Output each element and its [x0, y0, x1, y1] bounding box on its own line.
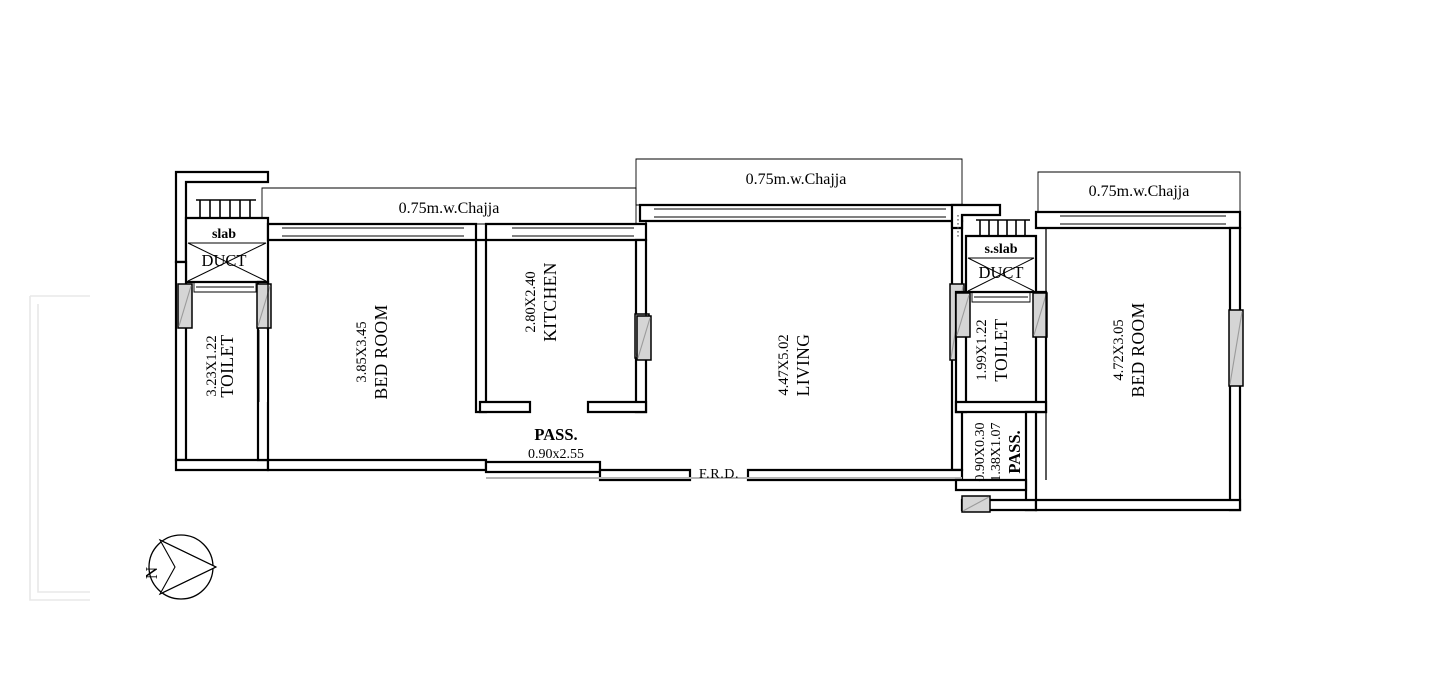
door-main-entry: [961, 495, 991, 513]
connector-top-right: [950, 203, 1002, 238]
room-bedroom-right-dim: 4.72X3.05: [1111, 319, 1127, 380]
duct-right: s.slab DUCT: [964, 219, 1038, 294]
pass-center-name: PASS.: [534, 425, 577, 444]
left-guide-lines: [29, 295, 90, 601]
window-toilet-right-right: [1032, 292, 1048, 338]
room-kitchen-name: KITCHEN: [540, 262, 560, 342]
window-toilet-right-left: [955, 292, 971, 338]
duct-right-slab-label: s.slab: [984, 242, 1017, 257]
room-living-name: LIVING: [793, 334, 813, 397]
room-bedroom-left-dim: 3.85X3.45: [354, 321, 370, 382]
chajja-right-label: 0.75m.w.Chajja: [1089, 183, 1190, 200]
room-bedroom-left: BED ROOM 3.85X3.45: [266, 222, 488, 472]
duct-right-label: DUCT: [979, 263, 1024, 282]
window-toilet-left-outer: [177, 283, 193, 329]
room-kitchen: KITCHEN 2.80X2.40: [478, 222, 650, 414]
room-bedroom-right: BED ROOM 4.72X3.05: [1034, 210, 1244, 512]
room-bedroom-right-name: BED ROOM: [1128, 302, 1148, 397]
duct-left-slab-label: slab: [212, 227, 236, 242]
duct-left-label: DUCT: [202, 251, 247, 270]
duct-left: slab DUCT: [184, 199, 270, 284]
duct-left-grille: [196, 199, 256, 217]
window-living-left: [636, 315, 652, 361]
pass-right-name: PASS.: [1005, 430, 1024, 473]
pass-right-dim-1: 1.38X1.07: [989, 422, 1004, 481]
duct-right-grille: [976, 219, 1030, 235]
room-toilet-left: TOILET 3.23X1.22: [174, 260, 272, 472]
room-toilet-right-dim: 1.99X1.22: [974, 319, 990, 380]
window-toilet-left-inner: [256, 283, 272, 329]
compass-north-label: N: [142, 567, 161, 579]
room-living-dim: 4.47X5.02: [776, 334, 792, 395]
chajja-center-label: 0.75m.w.Chajja: [746, 171, 847, 188]
room-bedroom-left-name: BED ROOM: [371, 304, 391, 399]
pass-center-dim: 0.90x2.55: [528, 447, 584, 462]
room-toilet-right-name: TOILET: [991, 318, 1011, 381]
north-compass: N: [142, 534, 218, 600]
room-toilet-left-dim: 3.23X1.22: [204, 335, 220, 396]
frd-label: F.R.D.: [699, 467, 739, 482]
room-kitchen-dim: 2.80X2.40: [523, 271, 539, 332]
room-toilet-left-name: TOILET: [217, 334, 237, 397]
chajja-right: 0.75m.w.Chajja: [1037, 171, 1241, 213]
chajja-left: 0.75m.w.Chajja: [261, 187, 637, 225]
chajja-center: 0.75m.w.Chajja: [635, 158, 963, 206]
window-bedroom-right: [1228, 309, 1244, 387]
room-toilet-right: TOILET 1.99X1.22: [954, 290, 1048, 414]
chajja-left-label: 0.75m.w.Chajja: [399, 200, 500, 217]
pass-right-dim-2: 0.90X0.30: [973, 422, 988, 481]
pass-center: PASS. 0.90x2.55: [528, 425, 584, 462]
pass-right: PASS. 1.38X1.07 0.90X0.30: [954, 410, 1038, 513]
